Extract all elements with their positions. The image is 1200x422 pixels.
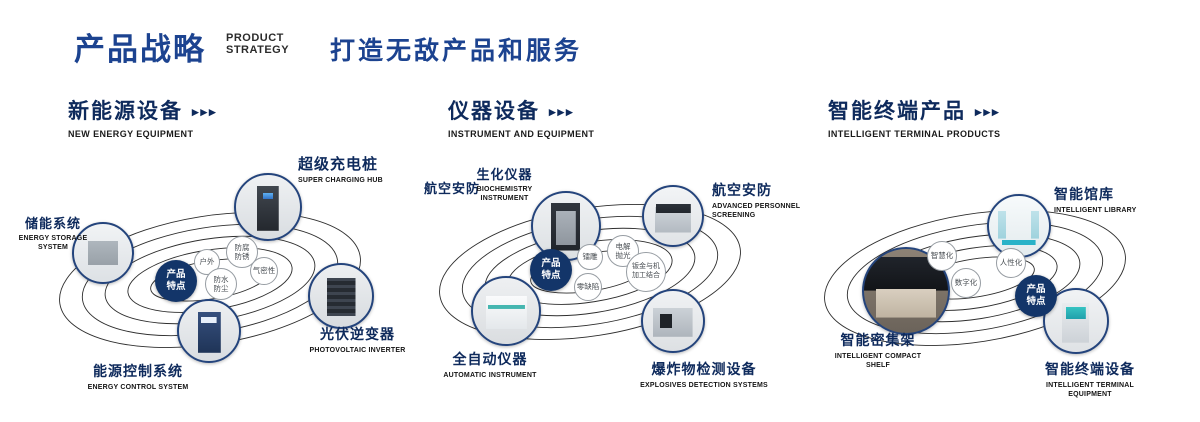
feature-bubble: 防腐防锈: [226, 236, 258, 268]
triple-arrow-icon: ▸▸▸: [192, 103, 218, 119]
product-features-badge: 产品特点: [155, 260, 197, 302]
terminal-equipment-label: 智能终端设备 INTELLIGENT TERMINAL EQUIPMENT: [1045, 361, 1135, 399]
product-features-badge: 产品特点: [530, 249, 572, 291]
product-features-badge: 产品特点: [1015, 275, 1057, 317]
feature-bubble: 数字化: [951, 268, 981, 298]
feature-bubble: 钣金与机加工结合: [626, 252, 666, 292]
section-intelligent-terminals-title: 智能终端产品 ▸▸▸ INTELLIGENT TERMINAL PRODUCTS: [828, 95, 1001, 139]
personnel-screening-label: 航空安防 ADVANCED PERSONNEL SCREENING: [712, 182, 801, 220]
triple-arrow-icon: ▸▸▸: [549, 103, 575, 119]
section-title-en: NEW ENERGY EQUIPMENT: [68, 129, 194, 139]
energy-control-system-image: [177, 299, 241, 363]
feature-bubble: 人性化: [996, 248, 1026, 278]
feature-bubble: 镭雕: [577, 244, 603, 270]
section-title-en: INTELLIGENT TERMINAL PRODUCTS: [828, 129, 1001, 139]
intelligent-library-label: 智能馆库 INTELLIGENT LIBRARY: [1054, 186, 1137, 214]
page-title-en-line2: STRATEGY: [226, 43, 290, 56]
personnel-screening-image: [642, 185, 704, 247]
section-title-cn: 智能终端产品: [828, 100, 966, 123]
photovoltaic-inverter-label: 光伏逆变器 PHOTOVOLTAIC INVERTER: [309, 326, 406, 354]
feature-bubble: 气密性: [250, 257, 278, 285]
energy-storage-label: 储能系统 ENERGY STORAGE SYSTEM: [18, 216, 88, 252]
super-charging-hub-label: 超级充电桩 SUPER CHARGING HUB: [298, 156, 383, 184]
explosives-detection-label: 爆炸物检测设备 EXPLOSIVES DETECTION SYSTEMS: [640, 361, 768, 389]
feature-bubble: 防水防尘: [205, 268, 237, 300]
feature-bubble: 户外: [194, 249, 220, 275]
automatic-instrument-label: 全自动仪器 AUTOMATIC INSTRUMENT: [443, 351, 537, 379]
page-title-en: PRODUCT STRATEGY: [226, 32, 290, 56]
page-title-en-line1: PRODUCT: [226, 32, 284, 44]
page-title: 产品战略: [74, 32, 206, 67]
photovoltaic-inverter-image: [308, 263, 374, 329]
section-title-cn: 仪器设备: [448, 100, 540, 123]
automatic-instrument-image: [471, 276, 541, 346]
biochemistry-instrument-label: 生化仪器 BIOCHEMISTRY INSTRUMENT: [476, 167, 533, 203]
feature-bubble: 智慧化: [927, 241, 957, 271]
slogan: 打造无敌产品和服务: [330, 37, 583, 65]
compact-shelf-label: 智能密集架 INTELLIGENT COMPACT SHELF: [834, 332, 922, 370]
super-charging-hub-image: [234, 173, 302, 241]
aviation-security-aux-label: 航空安防: [424, 181, 481, 196]
compact-shelf-image: [862, 247, 950, 335]
intelligent-library-image: [987, 194, 1051, 258]
section-title-en: INSTRUMENT AND EQUIPMENT: [448, 129, 595, 139]
explosives-detection-image: [641, 289, 705, 353]
energy-control-system-label: 能源控制系统 ENERGY CONTROL SYSTEM: [87, 363, 189, 391]
triple-arrow-icon: ▸▸▸: [975, 103, 1001, 119]
energy-storage-image: [72, 222, 134, 284]
section-instruments-title: 仪器设备 ▸▸▸ INSTRUMENT AND EQUIPMENT: [448, 95, 594, 139]
section-title-cn: 新能源设备: [68, 100, 183, 123]
feature-bubble: 零缺陷: [574, 273, 602, 301]
section-new-energy-title: 新能源设备 ▸▸▸ NEW ENERGY EQUIPMENT: [68, 95, 218, 139]
